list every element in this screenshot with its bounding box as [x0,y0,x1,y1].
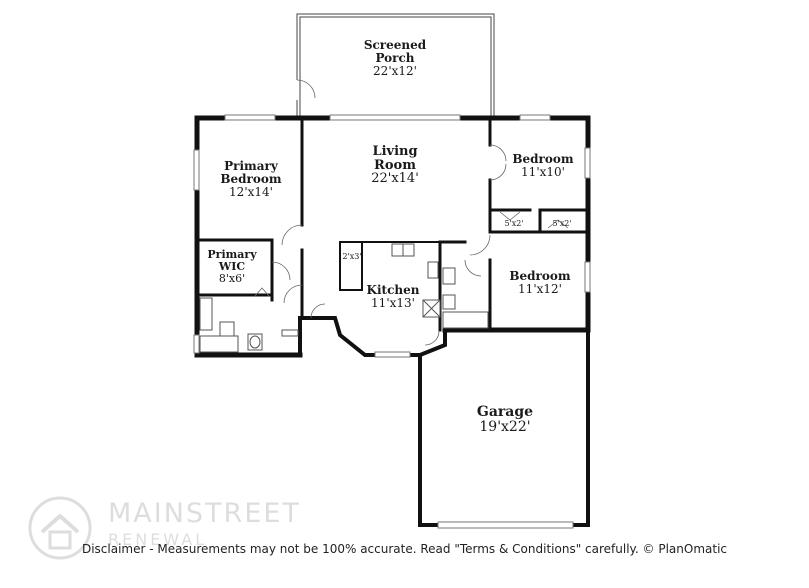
watermark-line-2: RENEWAL [108,530,208,549]
interior-walls [195,116,590,332]
primary-bedroom-dims: 12'x14' [229,185,273,199]
primary-wic-name-2: WIC [218,260,245,273]
primary-bedroom-name-2: Bedroom [220,172,281,186]
living-room-name-2: Room [374,158,416,173]
kitchen-dims: 11'x13' [371,296,415,310]
living-room-name: Living [372,144,417,159]
pantry-dims: 2'x3' [342,252,361,261]
garage-name: Garage [477,404,533,420]
mainstreet-renewal-watermark: MAINSTREET RENEWAL [24,492,324,562]
kitchen-name: Kitchen [367,283,420,297]
watermark-line-1: MAINSTREET [108,498,301,529]
closet-b-dims: 5'x2' [552,219,571,228]
garage-dims: 19'x22' [479,419,530,435]
living-room-dims: 22'x14' [371,171,419,186]
bedroom-1-name: Bedroom [512,152,573,166]
screened-porch-name: Screened [364,38,427,52]
primary-wic-name: Primary [207,248,257,261]
disclaimer-text: Disclaimer - Measurements may not be 100… [81,542,728,556]
bedroom-1-dims: 11'x10' [521,165,565,179]
closet-a-dims: 5'x2' [504,219,523,228]
fixtures [199,243,489,353]
windows [193,114,591,529]
house-logo-icon [28,496,92,560]
primary-bedroom-name: Primary [224,159,279,173]
bedroom-2-name: Bedroom [509,269,570,283]
screened-porch-name-2: Porch [375,51,414,65]
primary-wic-dims: 8'x6' [219,272,245,285]
bedroom-2-dims: 11'x12' [518,282,562,296]
doors [254,144,569,346]
screened-porch-dims: 22'x12' [373,64,417,78]
